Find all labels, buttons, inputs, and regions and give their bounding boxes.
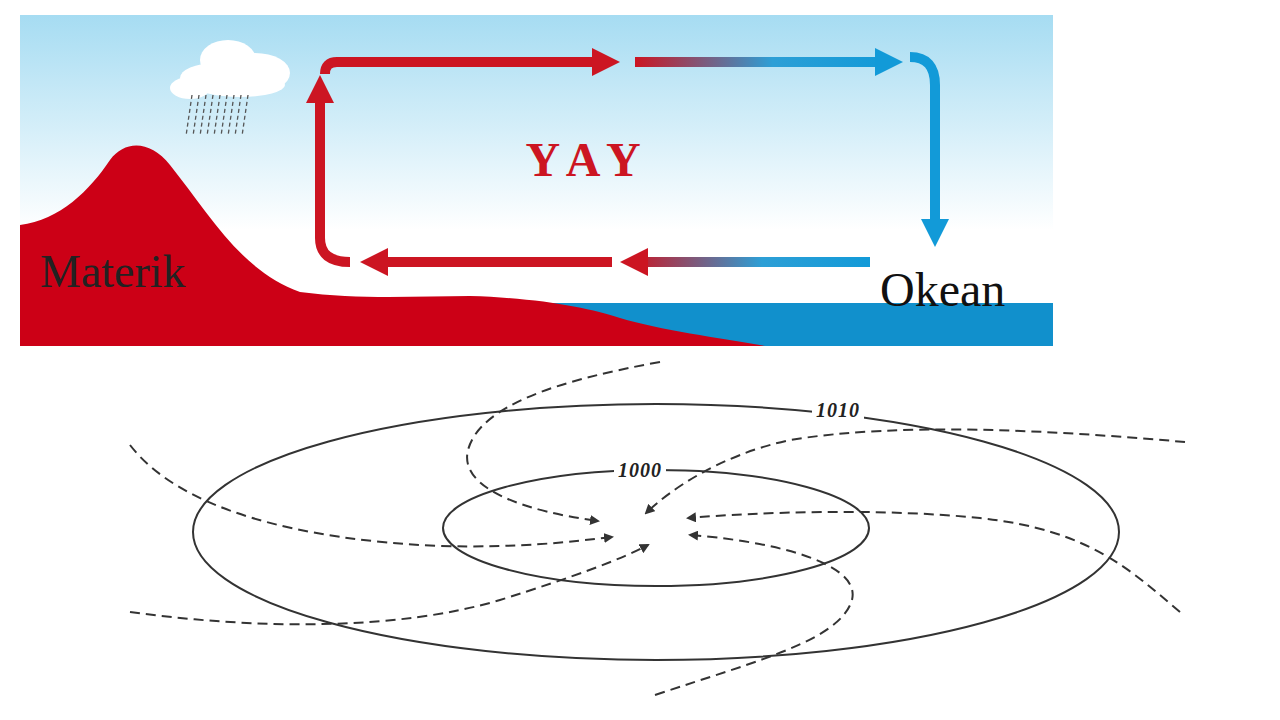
rain-stroke <box>235 95 241 136</box>
wind-line <box>130 545 648 624</box>
rain-stroke <box>200 95 206 136</box>
arrow-shaft <box>325 62 595 74</box>
rain <box>186 95 248 136</box>
ocean-label: Okean <box>880 266 1005 314</box>
rain-stroke <box>207 95 213 136</box>
rain-stroke <box>193 95 199 136</box>
isobar-value: 1010 <box>812 399 864 421</box>
arrowhead <box>620 248 648 276</box>
arrow-shaft <box>635 57 878 67</box>
rain-stroke <box>214 95 220 136</box>
wind-line <box>130 445 612 546</box>
rain-stroke <box>186 95 192 136</box>
rain-stroke <box>228 95 234 136</box>
arrow-shaft <box>385 257 612 267</box>
wind-line <box>688 512 1180 612</box>
arrowhead <box>592 48 620 76</box>
rain-stroke <box>242 95 248 136</box>
isobar <box>443 470 869 586</box>
circulation-arrows <box>306 48 949 276</box>
wind-line <box>646 429 1185 513</box>
wind-lines <box>130 362 1185 695</box>
arrowhead <box>875 48 903 76</box>
rain-stroke <box>221 95 227 136</box>
arrow-shaft <box>910 57 935 222</box>
arrowhead <box>360 248 388 276</box>
isobar <box>193 404 1119 660</box>
rain-cloud <box>170 40 290 99</box>
wind-line <box>655 535 853 695</box>
arrowhead <box>921 219 949 247</box>
isobar-value: 1000 <box>614 459 666 481</box>
circulation-title: YAY <box>525 136 650 184</box>
wind-line <box>467 362 660 521</box>
sky-panel <box>20 15 1053 346</box>
land-label: Materik <box>40 249 186 295</box>
arrowhead <box>306 75 334 103</box>
arrow-shaft <box>320 100 350 262</box>
mountain-land <box>20 146 765 346</box>
arrow-shaft <box>645 257 870 267</box>
